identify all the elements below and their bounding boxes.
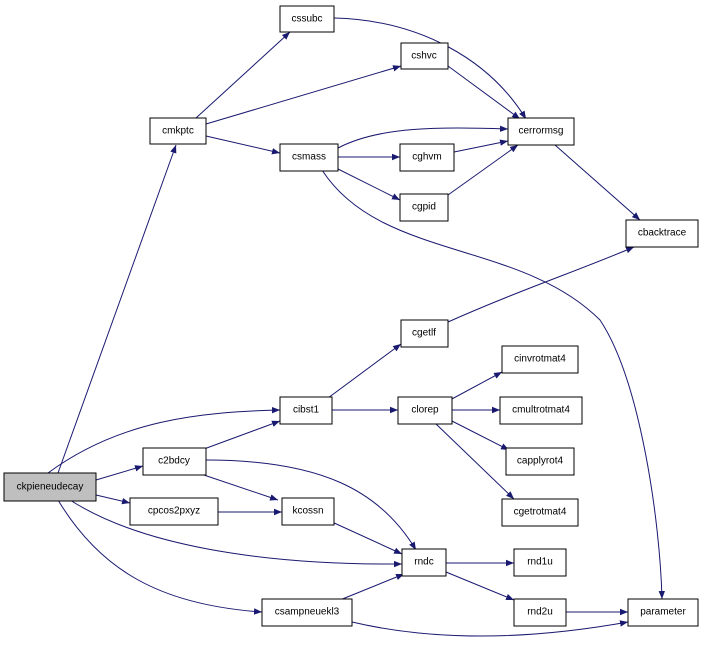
node-label: cssubc [291, 14, 322, 25]
edge-c2bdcy-kcossn [197, 472, 279, 501]
edge-cghvm-cerrormsg [453, 139, 509, 153]
node-cssubc[interactable]: cssubc [279, 5, 335, 33]
node-label: cmkptc [162, 126, 194, 137]
node-label: cmultrotmat4 [512, 405, 570, 416]
node-cgetrotmat4[interactable]: cgetrotmat4 [501, 498, 579, 527]
node-label: cbacktrace [638, 228, 687, 239]
node-rnd1u[interactable]: rnd1u [513, 548, 567, 577]
node-rnd2u[interactable]: rnd2u [513, 598, 567, 627]
node-cinvrotmat4[interactable]: cinvrotmat4 [501, 345, 579, 374]
node-label: c2bdcy [158, 456, 190, 467]
node-label: cgetrotmat4 [514, 507, 567, 518]
node-clorep[interactable]: clorep [397, 396, 453, 425]
node-parameter[interactable]: parameter [627, 598, 699, 627]
edge-ckpieneudecay-rndc [69, 499, 403, 568]
node-cgetlf[interactable]: cgetlf [400, 319, 449, 348]
node-label: cgetlf [412, 328, 436, 339]
node-cgpid[interactable]: cgpid [399, 193, 449, 222]
node-label: cpcos2pxyz [148, 506, 200, 517]
node-cpcos2pxyz[interactable]: cpcos2pxyz [129, 497, 219, 526]
edge-csmass-parameter [321, 169, 665, 600]
edge-ckpieneudecay-cpcos2pxyz [95, 494, 131, 505]
node-label: kcossn [292, 506, 323, 517]
edges [47, 17, 665, 637]
node-c2bdcy[interactable]: c2bdcy [142, 447, 207, 476]
node-csmass[interactable]: csmass [279, 143, 339, 172]
edge-csampneuekl3-rndc [339, 573, 405, 601]
node-label: csampneuekl3 [275, 607, 340, 618]
edge-c2bdcy-rndc [205, 459, 417, 551]
edge-cmkptc-csmass [205, 135, 281, 155]
edge-ckpieneudecay-cibst1 [47, 407, 281, 474]
edge-cmkptc-cshvc [205, 65, 402, 125]
node-ckpieneudecay[interactable]: ckpieneudecay [3, 472, 97, 502]
edge-clorep-cgetrotmat4 [434, 422, 515, 500]
node-cmkptc[interactable]: cmkptc [149, 117, 207, 145]
node-label: cshvc [411, 51, 437, 62]
node-kcossn[interactable]: kcossn [281, 497, 335, 526]
edge-clorep-cinvrotmat4 [449, 371, 503, 401]
node-label: parameter [640, 607, 686, 618]
node-label: capplyrot4 [517, 456, 564, 467]
node-label: cinvrotmat4 [514, 354, 566, 365]
node-label: cgpid [412, 202, 436, 213]
edge-cmkptc-cssubc [195, 31, 291, 119]
edge-ckpieneudecay-c2bdcy [95, 465, 144, 481]
edge-clorep-capplyrot4 [449, 419, 510, 451]
node-cibst1[interactable]: cibst1 [279, 396, 333, 425]
node-rndc[interactable]: rndc [401, 548, 447, 577]
edge-c2bdcy-cibst1 [203, 420, 281, 450]
edge-cgpid-cerrormsg [447, 144, 519, 196]
node-label: rnd1u [527, 557, 553, 568]
edge-ckpieneudecay-csampneuekl3 [57, 499, 263, 615]
node-cerrormsg[interactable]: cerrormsg [507, 117, 575, 146]
edge-cerrormsg-cbacktrace [554, 144, 641, 221]
edge-csampneuekl3-parameter [351, 620, 629, 637]
node-cghvm[interactable]: cghvm [399, 143, 455, 172]
edge-ckpieneudecay-cmkptc [57, 144, 177, 474]
node-label: cerrormsg [518, 126, 563, 137]
node-capplyrot4[interactable]: capplyrot4 [505, 447, 575, 476]
node-label: rnd2u [527, 607, 553, 618]
node-csampneuekl3[interactable]: csampneuekl3 [261, 598, 353, 627]
edge-csmass-cgpid [335, 167, 401, 201]
edge-cgetlf-cbacktrace [447, 246, 635, 323]
edge-csmass-cerrormsg [337, 125, 509, 149]
edge-rndc-rnd2u [445, 571, 515, 601]
edge-kcossn-rndc [331, 521, 403, 555]
node-label: cghvm [412, 152, 441, 163]
edge-cibst1-cgetlf [327, 343, 402, 399]
node-cbacktrace[interactable]: cbacktrace [625, 219, 699, 248]
node-label: cibst1 [293, 405, 320, 416]
node-label: clorep [411, 405, 439, 416]
node-label: csmass [292, 152, 326, 163]
node-label: rndc [414, 557, 433, 568]
edge-cshvc-cerrormsg [447, 65, 521, 120]
node-cshvc[interactable]: cshvc [400, 42, 449, 70]
edge-cssubc-cerrormsg [333, 17, 527, 120]
node-label: ckpieneudecay [17, 482, 84, 493]
node-cmultrotmat4[interactable]: cmultrotmat4 [499, 396, 583, 425]
